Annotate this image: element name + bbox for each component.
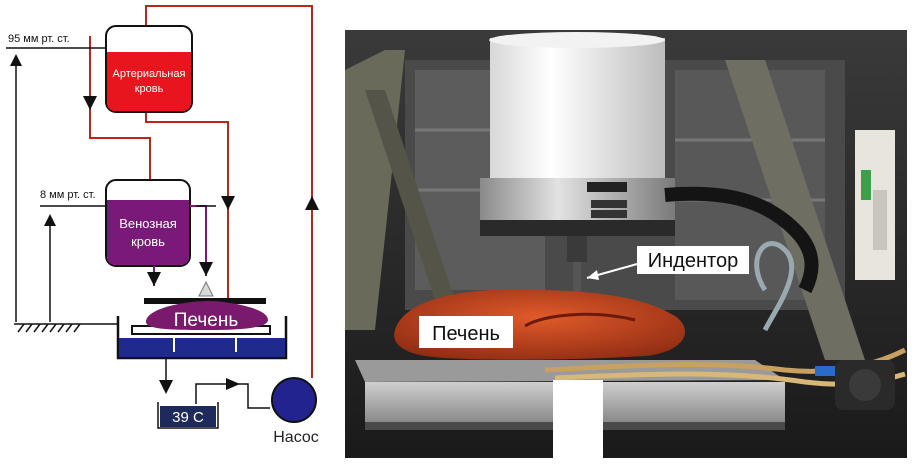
indenter-actuator [480, 32, 675, 236]
venous-pressure-arrow [44, 214, 56, 226]
drain-arrow [159, 380, 173, 394]
return-arrow [226, 378, 240, 390]
pump-flow-up-arrow [305, 196, 319, 210]
arterial-reservoir: Артериальная кровь [106, 26, 192, 112]
ground-bench [14, 324, 118, 332]
venous-pressure-label: 8 мм рт. ст. [40, 189, 96, 201]
arterial-blood-label-line2: кровь [135, 83, 164, 95]
venous-supply-arrow [83, 96, 97, 110]
pump-label: Насос [273, 429, 319, 446]
indenter-label: Индентор [648, 250, 738, 272]
sprayer-arrow [199, 262, 213, 276]
liver-label: Печень [174, 310, 239, 331]
arterial-blood-label-line1: Артериальная [113, 68, 186, 80]
liver-callout: Печень [419, 316, 513, 348]
venous-outflow-arrow [147, 272, 161, 286]
liver-photo-label: Печень [432, 323, 500, 345]
liver-shape: Печень [146, 301, 268, 331]
occluded-region [553, 380, 603, 458]
venous-blood-label-line1: Венозная [119, 216, 177, 231]
perfusion-schematic: 95 мм рт. ст. Артериальная кровь 8 мм рт… [0, 0, 340, 464]
venous-blood-label-line2: кровь [131, 234, 165, 249]
drain-tube [166, 358, 270, 408]
arterial-down-arrow [221, 196, 235, 210]
indenter-callout: Индентор [637, 246, 749, 274]
sprayer-nozzle [199, 282, 213, 296]
arterial-pressure-label: 95 мм рт. ст. [8, 33, 70, 45]
arterial-pressure-arrow [10, 54, 22, 66]
venous-reservoir: Венозная кровь [106, 180, 190, 266]
temperature-label: 39 С [172, 409, 204, 426]
side-bottle [855, 130, 895, 280]
thermostat-box: 39 С [158, 402, 218, 428]
pump: Насос [272, 378, 319, 446]
apparatus-photo: Индентор Печень [345, 30, 907, 458]
